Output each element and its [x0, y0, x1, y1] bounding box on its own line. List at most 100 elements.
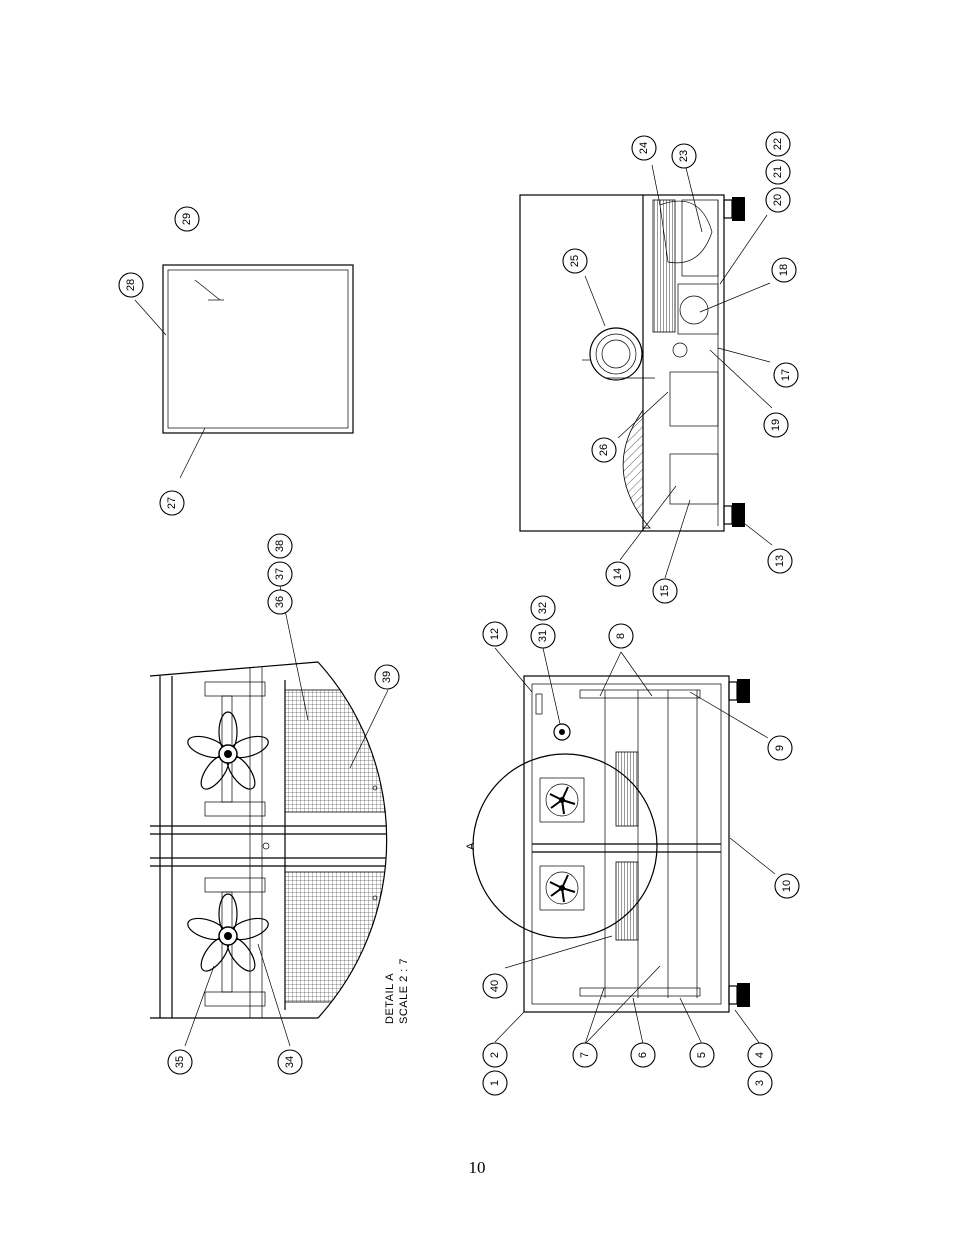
callout-2: 2 — [482, 1042, 508, 1068]
svg-text:37: 37 — [274, 568, 286, 580]
callout-39: 39 — [374, 664, 400, 690]
detail-title: DETAIL A — [384, 973, 396, 1024]
svg-text:27: 27 — [166, 497, 178, 509]
svg-text:29: 29 — [181, 213, 193, 225]
callout-9: 9 — [767, 735, 793, 761]
leader-9 — [689, 691, 769, 739]
leader-2 — [494, 1011, 525, 1043]
callout-38: 38 — [267, 533, 293, 559]
leader-7 — [584, 987, 605, 1045]
leader-10 — [729, 837, 776, 875]
leader-28 — [134, 299, 167, 336]
callout-31: 31 — [530, 623, 556, 649]
leader-25 — [584, 275, 606, 327]
tube-coil-icon — [582, 327, 655, 381]
leader-6 — [632, 997, 644, 1045]
callout-19: 19 — [763, 412, 789, 438]
svg-text:12: 12 — [489, 628, 501, 640]
svg-text:15: 15 — [659, 585, 671, 597]
callout-26: 26 — [591, 437, 617, 463]
svg-text:32: 32 — [537, 602, 549, 614]
callout-35: 35 — [167, 1049, 193, 1075]
detail-a-view: DETAIL A SCALE 2 : 7 — [149, 585, 410, 1047]
callout-10: 10 — [774, 873, 800, 899]
leader-14 — [619, 485, 677, 561]
svg-text:38: 38 — [274, 540, 286, 552]
caster-icon — [728, 679, 750, 703]
callout-22: 22 — [765, 131, 791, 157]
fan-icon — [539, 777, 585, 823]
svg-text:19: 19 — [770, 419, 782, 431]
callout-36: 36 — [267, 589, 293, 615]
front-view: A — [465, 647, 776, 1045]
svg-text:14: 14 — [612, 568, 624, 580]
section-mark: A — [465, 842, 477, 850]
callout-1: 1 — [482, 1070, 508, 1096]
leader-18 — [699, 282, 771, 313]
callout-14: 14 — [605, 561, 631, 587]
leader-12 — [494, 647, 533, 693]
callout-32: 32 — [530, 595, 556, 621]
fan-blade-icon — [187, 893, 269, 972]
svg-text:21: 21 — [772, 166, 784, 178]
leader-23 — [685, 167, 703, 233]
callout-20: 20 — [765, 187, 791, 213]
svg-text:28: 28 — [125, 279, 137, 291]
leader-39 — [349, 689, 389, 769]
filter-panel — [134, 264, 354, 479]
svg-text:31: 31 — [537, 630, 549, 642]
svg-text:4: 4 — [754, 1052, 766, 1058]
callout-17: 17 — [773, 362, 799, 388]
callout-34: 34 — [277, 1049, 303, 1075]
callout-25: 25 — [562, 248, 588, 274]
detail-a-circle — [472, 753, 658, 939]
svg-text:5: 5 — [696, 1052, 708, 1058]
caster-icon — [723, 197, 745, 221]
gauge-icon — [553, 723, 571, 741]
callout-24: 24 — [631, 135, 657, 161]
callout-15: 15 — [652, 578, 678, 604]
svg-text:9: 9 — [774, 745, 786, 751]
page-number: 10 — [468, 1158, 486, 1177]
leader-40 — [504, 935, 613, 969]
svg-text:40: 40 — [489, 980, 501, 992]
leader-35 — [184, 965, 215, 1047]
callout-8: 8 — [608, 623, 634, 649]
callout-6: 6 — [630, 1042, 656, 1068]
callout-18: 18 — [771, 257, 797, 283]
svg-text:1: 1 — [489, 1080, 501, 1086]
leader-5 — [679, 997, 703, 1045]
callout-5: 5 — [689, 1042, 715, 1068]
callout-3: 3 — [747, 1070, 773, 1096]
leader-20 — [719, 214, 768, 285]
fan-icon — [539, 865, 585, 911]
leader-13 — [739, 519, 773, 546]
svg-text:25: 25 — [569, 255, 581, 267]
callout-37: 37 — [267, 561, 293, 587]
leader-4 — [734, 1009, 761, 1045]
callout-21: 21 — [765, 159, 791, 185]
svg-text:39: 39 — [381, 671, 393, 683]
svg-text:2: 2 — [489, 1052, 501, 1058]
leader-24 — [651, 164, 661, 206]
callout-12: 12 — [482, 621, 508, 647]
svg-text:34: 34 — [284, 1056, 296, 1068]
svg-text:18: 18 — [778, 264, 790, 276]
svg-text:3: 3 — [754, 1080, 766, 1086]
leader-27 — [179, 427, 206, 479]
svg-text:6: 6 — [637, 1052, 649, 1058]
leader-19 — [709, 349, 773, 409]
svg-text:13: 13 — [774, 555, 786, 567]
callout-27: 27 — [159, 490, 185, 516]
leader-8 — [599, 651, 622, 697]
svg-text:17: 17 — [780, 369, 792, 381]
caster-icon — [723, 503, 745, 527]
svg-text:8: 8 — [615, 633, 627, 639]
svg-text:10: 10 — [781, 880, 793, 892]
svg-text:7: 7 — [579, 1052, 591, 1058]
svg-text:20: 20 — [772, 194, 784, 206]
callout-23: 23 — [671, 143, 697, 169]
callout-29: 29 — [174, 206, 200, 232]
fan-blade-icon — [187, 711, 269, 790]
